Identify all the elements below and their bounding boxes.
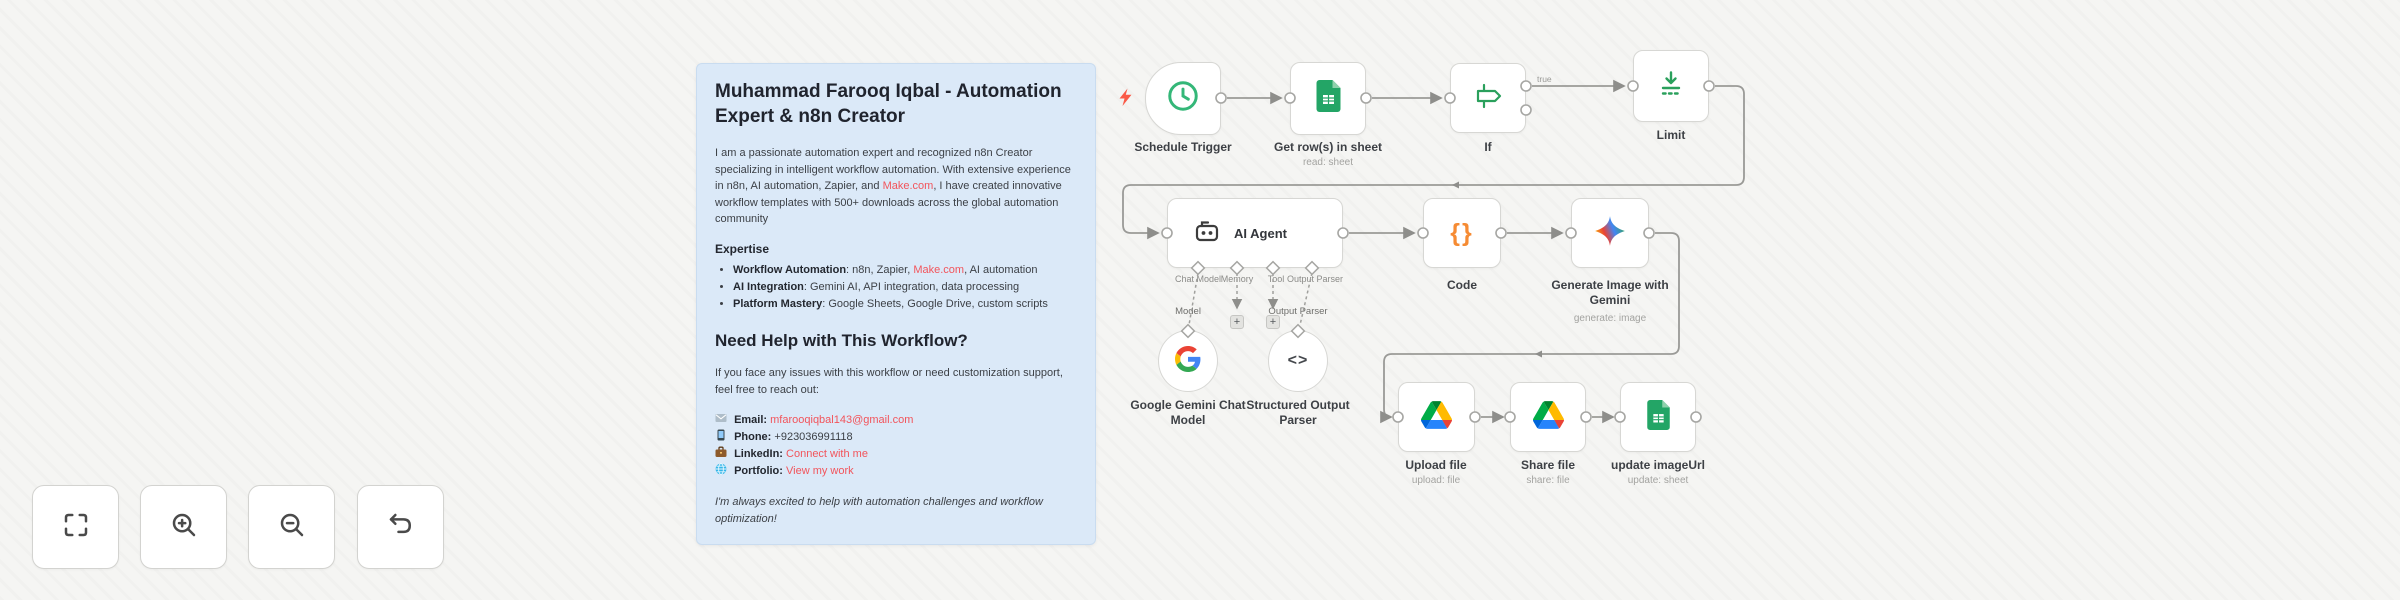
linkedin-link[interactable]: Connect with me [786, 448, 868, 461]
node-label: Generate Image with Gemini [1551, 278, 1669, 307]
fit-view-icon [61, 510, 91, 545]
node-limit[interactable] [1633, 50, 1709, 122]
intro-text-end: , I have created innovative workflow tem… [715, 180, 1062, 226]
node-label: Get row(s) in sheet [1273, 140, 1383, 154]
agent-port-chat-model-label: Chat Model [1174, 274, 1222, 284]
node-if[interactable] [1450, 63, 1526, 133]
robot-icon [1192, 216, 1222, 251]
node-subtitle: read: sheet [1302, 157, 1354, 168]
undo-button[interactable] [357, 485, 444, 569]
list-item: Workflow Automation: n8n, Zapier, Make.c… [733, 262, 1077, 279]
node-label: Share file [1520, 458, 1576, 472]
node-generate-image-gemini[interactable] [1571, 198, 1649, 268]
node-get-rows[interactable] [1290, 62, 1366, 135]
make-com-link[interactable]: Make.com [913, 263, 965, 276]
portfolio-link[interactable]: View my work [786, 465, 854, 478]
gemini-star-icon [1594, 215, 1626, 252]
briefcase-icon [715, 446, 727, 458]
contact-portfolio: Portfolio: View my work [715, 463, 1077, 480]
limit-arrow-icon [1656, 69, 1686, 104]
zoom-in-icon [169, 510, 199, 545]
zoom-in-button[interactable] [140, 485, 227, 569]
node-label: AI Agent [1234, 225, 1287, 241]
add-memory-button[interactable]: + [1230, 315, 1244, 329]
phone-icon [715, 429, 727, 441]
node-structured-output-parser[interactable]: <> [1268, 330, 1328, 392]
contact-email: Email: mfarooqiqbal143@gmail.com [715, 412, 1077, 429]
list-item: AI Integration: Gemini AI, API integrati… [733, 279, 1077, 296]
globe-icon [715, 463, 727, 476]
sticky-intro: I am a passionate automation expert and … [715, 145, 1077, 228]
node-subtitle: share: file [1526, 475, 1570, 486]
node-label: Limit [1656, 128, 1686, 142]
signpost-icon [1472, 80, 1504, 117]
node-label: Google Gemini Chat Model [1130, 398, 1246, 427]
list-item: Platform Mastery: Google Sheets, Google … [733, 296, 1077, 313]
sub-port-output-parser-label: Output Parser [1268, 306, 1328, 317]
contact-linkedin: LinkedIn: Connect with me [715, 446, 1077, 463]
angle-brackets-icon: <> [1287, 352, 1309, 369]
agent-port-memory-label: Memory [1220, 274, 1254, 284]
google-sheets-icon [1316, 80, 1341, 117]
make-com-link[interactable]: Make.com [882, 180, 934, 193]
contact-block: Email: mfarooqiqbal143@gmail.com Phone: … [715, 412, 1077, 480]
node-label: If [1484, 140, 1492, 154]
edge-label-true: true [1537, 74, 1552, 84]
help-heading: Need Help with This Workflow? [715, 331, 968, 351]
sub-port-model-label: Model [1175, 306, 1201, 317]
expertise-list: Workflow Automation: n8n, Zapier, Make.c… [715, 262, 1077, 313]
contact-phone: Phone: +923036991118 [715, 429, 1077, 446]
node-update-imageurl[interactable] [1620, 382, 1696, 452]
node-upload-file[interactable] [1398, 382, 1475, 452]
node-label: Code [1447, 278, 1477, 292]
node-schedule-trigger[interactable] [1145, 62, 1221, 135]
curly-braces-icon: {} [1450, 218, 1474, 247]
edge-direction-arrow [1452, 181, 1459, 189]
sticky-note[interactable]: Muhammad Farooq Iqbal - Automation Exper… [696, 63, 1096, 545]
expertise-heading: Expertise [715, 241, 770, 256]
node-share-file[interactable] [1510, 382, 1586, 452]
zoom-out-button[interactable] [248, 485, 335, 569]
sticky-title: Muhammad Farooq Iqbal - Automation Exper… [715, 81, 1062, 127]
node-code[interactable]: {} [1423, 198, 1501, 268]
zoom-out-icon [277, 510, 307, 545]
add-tool-button[interactable]: + [1266, 315, 1280, 329]
node-label: Structured Output Parser [1246, 398, 1350, 427]
fit-view-button[interactable] [32, 485, 119, 569]
agent-port-tool-label: Tool [1267, 274, 1285, 284]
sticky-outro: I'm always excited to help with automati… [715, 496, 1043, 525]
google-drive-icon [1532, 400, 1564, 434]
undo-icon [386, 510, 416, 545]
node-label: Upload file [1405, 458, 1467, 472]
clock-icon [1165, 78, 1201, 119]
node-label: update imageUrl [1610, 458, 1706, 472]
phone-value: +923036991118 [774, 431, 853, 444]
google-drive-icon [1421, 400, 1452, 434]
edge-direction-arrow [1535, 350, 1542, 358]
node-ai-agent[interactable]: AI Agent [1167, 198, 1343, 268]
node-gemini-chat-model[interactable] [1158, 330, 1218, 392]
node-subtitle: upload: file [1411, 475, 1461, 486]
trigger-bolt-icon [1118, 88, 1133, 107]
intro-text: I am a passionate automation expert and … [715, 147, 1071, 193]
google-g-icon [1175, 345, 1201, 377]
agent-port-output-parser-label: Output Parser [1286, 274, 1344, 284]
envelope-icon [715, 412, 727, 424]
google-sheets-icon [1646, 399, 1670, 435]
node-label: Schedule Trigger [1134, 140, 1232, 154]
email-link[interactable]: mfarooqiqbal143@gmail.com [770, 414, 914, 427]
help-lead: If you face any issues with this workflo… [715, 367, 1063, 396]
node-subtitle: generate: image [1573, 313, 1647, 324]
node-subtitle: update: sheet [1627, 475, 1689, 486]
